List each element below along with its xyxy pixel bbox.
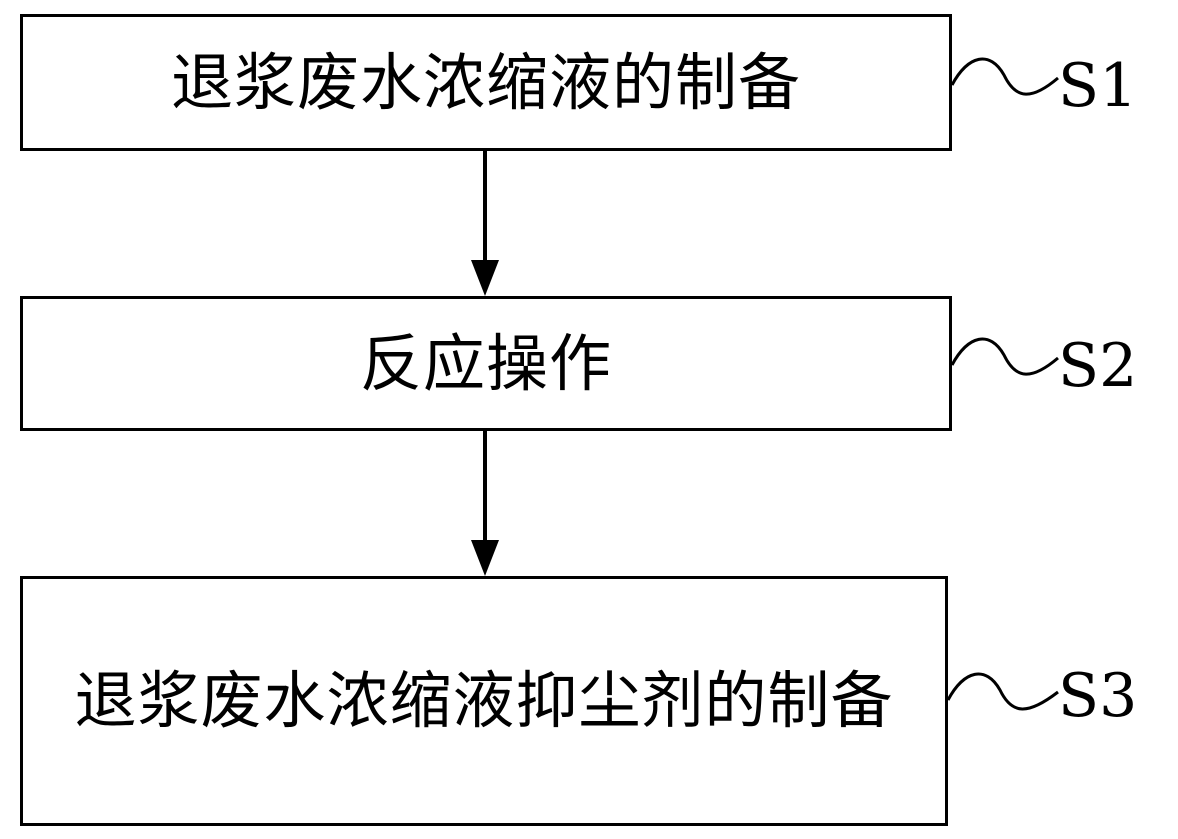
arrow-s1-to-s2-head [471,260,499,296]
step-text-s1: 退浆废水浓缩液的制备 [170,45,801,119]
step-label-s2: S2 [1058,331,1138,401]
step-label-s1: S1 [1058,51,1138,121]
arrow-s2-to-s3 [471,431,499,576]
step-text-s3: 退浆废水浓缩液抑尘剂的制备 [74,664,894,738]
leader-squiggle-s1 [950,57,1059,96]
leader-squiggle-s3 [946,672,1059,711]
step-text-s2: 反应操作 [359,326,612,400]
step-box-s2: 反应操作 [20,296,952,431]
step-box-s3: 退浆废水浓缩液抑尘剂的制备 [20,576,948,826]
leader-squiggle-s2 [950,337,1059,376]
arrow-s1-to-s2 [471,151,499,296]
step-label-s3: S3 [1058,661,1138,731]
step-box-s1: 退浆废水浓缩液的制备 [20,14,952,151]
arrow-s2-to-s3-head [471,540,499,576]
